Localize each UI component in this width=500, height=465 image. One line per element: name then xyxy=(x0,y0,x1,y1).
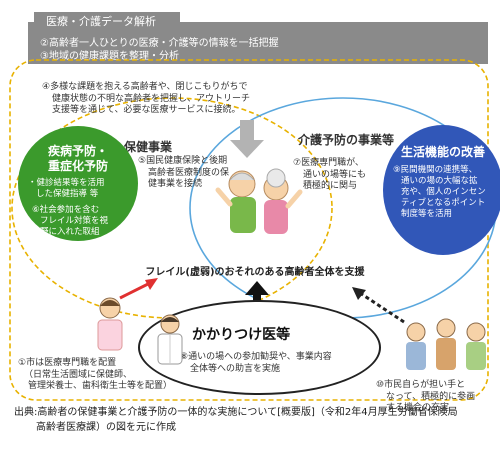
doctor-illustration xyxy=(157,314,183,365)
note-10-line: する機会の充実 xyxy=(386,403,450,414)
source-citation: 出典:高齢者の保健事業と介護予防の一体的な実施について[概要版]（令和2年4月厚… xyxy=(14,405,458,435)
note-4: ④多様な課題を抱える高齢者や、閉じこもりがちで 健康状態の不明な高齢者を把握し、… xyxy=(42,82,250,117)
green-title-line: 疾病予防・ xyxy=(47,144,108,158)
green-body-line: 野に入れた取組 xyxy=(40,227,100,238)
green-title-line: 重症化予防 xyxy=(47,159,108,173)
hoken-ring xyxy=(11,97,333,319)
blue-body-line: 制度等を活用 xyxy=(401,209,453,220)
note-5: ⑤国民健康保険と後期 高齢者医療制度の保 健事業を接続 xyxy=(138,156,229,191)
analysis-line-3: ③地域の健康課題を整理・分析 xyxy=(40,51,179,62)
note-1-line: 管理栄養士、歯科衛生士等を配置） xyxy=(28,381,173,392)
kaigo-title: 介護予防の事業等 xyxy=(298,133,395,147)
note-4-line: 支援等を通じて、必要な医療サービスに接続。 xyxy=(52,105,241,116)
dotted-arrow-icon xyxy=(352,287,405,324)
note-8-line: ⑧通いの場への参加勧奨や、事業内容 xyxy=(180,352,332,362)
life-function-circle: 生活機能の改善 ⑨民間機関の連携等、 通いの場の大幅な拡 充や、個人のインセン … xyxy=(383,125,500,255)
note-5-line: 健事業を接続 xyxy=(148,179,203,190)
note-1-line: ①市は医療専門職を配置 xyxy=(18,358,117,368)
note-10-line: ⑩市民自らが担い手と xyxy=(376,380,466,390)
green-body-line: フレイル対策を視 xyxy=(40,216,109,227)
note-7-line: ⑦医療専門職が、 xyxy=(293,158,364,168)
red-arrow-icon xyxy=(119,278,158,300)
down-arrow-icon xyxy=(230,120,264,158)
note-7-line: 積極的に関与 xyxy=(303,181,358,192)
family-doctor-title: かかりつけ医等 xyxy=(192,327,291,343)
blue-body-line: 充や、個人のインセン xyxy=(401,187,486,198)
hoken-title: 保健事業 xyxy=(124,140,173,154)
note-10-line: なって、積極的に参画 xyxy=(386,391,476,402)
note-1-line: （日常生活圏域に保健師、 xyxy=(24,369,133,380)
note-5-line: ⑤国民健康保険と後期 xyxy=(138,156,228,166)
disease-prevention-circle: 疾病予防・ 重症化予防 ・健診結果等を活用 した保健指導 等 ⑥社会参加を含む … xyxy=(18,126,138,241)
blue-body: ⑨民間機関の連携等、 通いの場の大幅な拡 充や、個人のインセン ティブとなるポイ… xyxy=(393,165,486,220)
green-body-2: ⑥社会参加を含む フレイル対策を視 野に入れた取組 xyxy=(32,205,108,238)
analysis-line-2: ②高齢者一人ひとりの医療・介護等の情報を一括把握 xyxy=(40,38,279,49)
source-line: 高齢者医療課）の図を元に作成 xyxy=(36,422,176,433)
disease-prevention-title: 疾病予防・ 重症化予防 xyxy=(18,144,138,174)
note-5-line: 高齢者医療制度の保 xyxy=(148,167,230,178)
note-7-line: 通いの場等にも xyxy=(303,169,367,180)
note-10: ⑩市民自らが担い手と なって、積極的に参画 する機会の充実 xyxy=(376,380,475,415)
green-body-line: ・健診結果等を活用 xyxy=(28,178,105,188)
note-4-line: ④多様な課題を抱える高齢者や、閉じこもりがちで xyxy=(42,82,248,92)
green-body-line: した保健指導 等 xyxy=(36,189,99,200)
note-8-line: 全体等への助言を実施 xyxy=(190,363,281,374)
blue-body-line: ティブとなるポイント xyxy=(401,198,486,209)
note-1: ①市は医療専門職を配置 （日常生活圏域に保健師、 管理栄養士、歯科衛生士等を配置… xyxy=(18,358,172,393)
note-8: ⑧通いの場への参加勧奨や、事業内容 全体等への助言を実施 xyxy=(180,352,332,375)
data-analysis-text: ②高齢者一人ひとりの医療・介護等の情報を一括把握 ③地域の健康課題を整理・分析 xyxy=(40,37,279,63)
green-body-line: ⑥社会参加を含む xyxy=(32,205,100,215)
blue-body-line: ⑨民間機関の連携等、 xyxy=(393,165,478,175)
nurse-illustration xyxy=(97,297,123,351)
frail-support-label: フレイル(虚弱)のおそれのある高齢者全体を支援 xyxy=(145,267,365,278)
life-function-title: 生活機能の改善 xyxy=(400,145,485,159)
green-body-1: ・健診結果等を活用 した保健指導 等 xyxy=(28,178,105,200)
community-group-illustration xyxy=(406,318,486,370)
data-analysis-tab: 医療・介護データ解析 xyxy=(34,12,180,32)
note-7: ⑦医療専門職が、 通いの場等にも 積極的に関与 xyxy=(293,158,366,193)
source-line: 出典:高齢者の保健事業と介護予防の一体的な実施について[概要版]（令和2年4月厚… xyxy=(14,407,458,418)
elderly-couple-illustration xyxy=(215,168,303,234)
note-4-line: 健康状態の不明な高齢者を把握し、アウトリーチ xyxy=(52,93,251,104)
blue-body-line: 通いの場の大幅な拡 xyxy=(401,176,478,187)
